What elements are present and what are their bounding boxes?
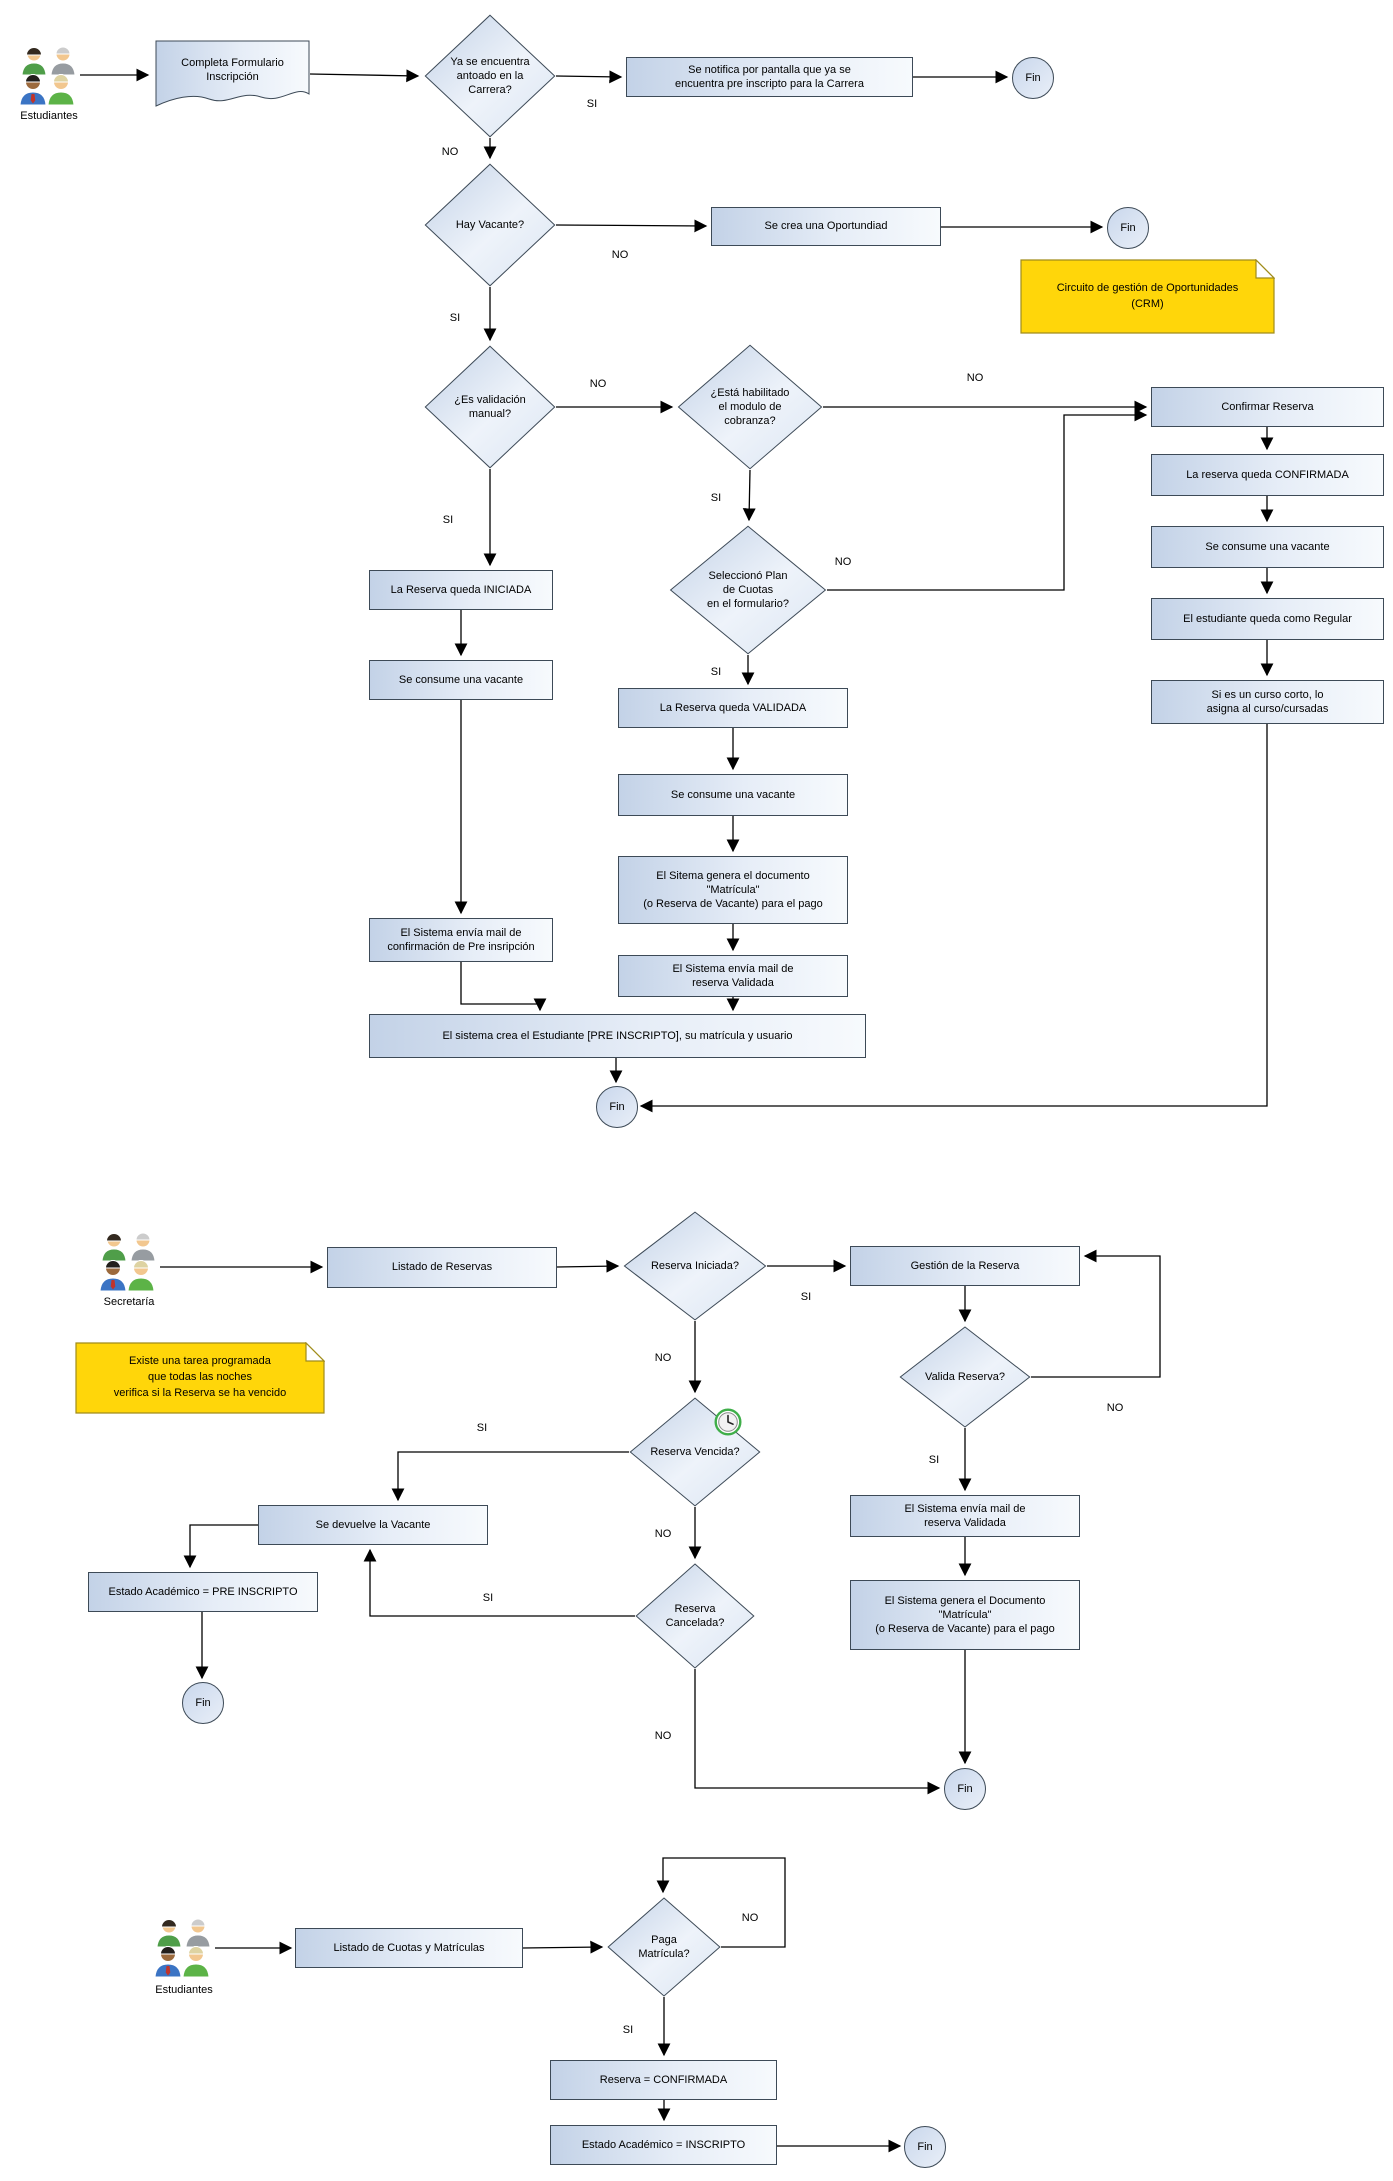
end-fin-3: Fin bbox=[596, 1086, 638, 1128]
note-crm: Circuito de gestión de Oportunidades (CR… bbox=[1020, 259, 1275, 334]
process-listado-reservas: Listado de Reservas bbox=[327, 1247, 557, 1288]
process-curso-corto: Si es un curso corto, lo asigna al curso… bbox=[1151, 680, 1384, 724]
edge-label-no: NO bbox=[832, 556, 854, 568]
students-group-icon bbox=[20, 46, 76, 106]
decision-ya-inscripto: Ya se encuentra antoado en la Carrera? bbox=[424, 14, 556, 138]
note-tarea-programada: Existe una tarea programada que todas la… bbox=[75, 1342, 325, 1414]
actor-label-estudiantes-2: Estudiantes bbox=[155, 1984, 213, 1996]
end-fin-5: Fin bbox=[944, 1768, 986, 1810]
edge bbox=[639, 724, 1268, 1113]
edge-label-no: NO bbox=[1104, 1402, 1126, 1414]
document-shape bbox=[155, 40, 310, 110]
process-listado-cuotas: Listado de Cuotas y Matrículas bbox=[295, 1928, 523, 1968]
decision-modulo-cobranza: ¿Está habilitado el modulo de cobranza? bbox=[677, 344, 823, 470]
edge bbox=[827, 408, 1148, 591]
edge bbox=[391, 1451, 629, 1502]
actor-label-estudiantes: Estudiantes bbox=[20, 110, 78, 122]
decision-valida-reserva: Valida Reserva? bbox=[899, 1326, 1031, 1428]
edge bbox=[555, 219, 708, 233]
decision-reserva-cancelada: Reserva Cancelada? bbox=[635, 1563, 755, 1669]
end-fin-6: Fin bbox=[904, 2126, 946, 2168]
edge-label-si: SI bbox=[620, 2024, 636, 2036]
process-gestion-reserva: Gestión de la Reserva bbox=[850, 1246, 1080, 1286]
edge-label-no: NO bbox=[587, 378, 609, 390]
edge-label-si: SI bbox=[708, 492, 724, 504]
end-fin-1: Fin bbox=[1012, 57, 1054, 99]
process-estado-preinscripto: Estado Académico = PRE INSCRIPTO bbox=[88, 1572, 318, 1612]
process-estado-inscripto: Estado Académico = INSCRIPTO bbox=[550, 2125, 777, 2165]
process-consume-vacante-3: Se consume una vacante bbox=[1151, 526, 1384, 568]
secretary-group-icon bbox=[100, 1232, 156, 1292]
edge-label-no: NO bbox=[652, 1528, 674, 1540]
decision-reserva-iniciada: Reserva Iniciada? bbox=[623, 1211, 767, 1321]
edge-label-no: NO bbox=[739, 1912, 761, 1924]
end-fin-4: Fin bbox=[182, 1682, 224, 1724]
process-crea-estudiante: El sistema crea el Estudiante [PRE INSCR… bbox=[369, 1014, 866, 1058]
edge bbox=[694, 1669, 941, 1795]
edge-label-si: SI bbox=[474, 1422, 490, 1434]
decision-hay-vacante: Hay Vacante? bbox=[424, 163, 556, 287]
end-fin-2: Fin bbox=[1107, 207, 1149, 249]
process-consume-vacante-1: Se consume una vacante bbox=[369, 660, 553, 700]
actor-label-secretaria: Secretaría bbox=[103, 1296, 155, 1308]
edge bbox=[556, 1259, 620, 1273]
note-shape bbox=[75, 1342, 325, 1414]
edge-label-no: NO bbox=[652, 1730, 674, 1742]
edge-label-si: SI bbox=[480, 1592, 496, 1604]
edge bbox=[555, 70, 623, 84]
edge-label-no: NO bbox=[652, 1352, 674, 1364]
process-genera-documento-matricula-2: El Sistema genera el Documento "Matrícul… bbox=[850, 1580, 1080, 1650]
edge-label-no: NO bbox=[609, 249, 631, 261]
edge-label-si: SI bbox=[447, 312, 463, 324]
process-genera-documento-matricula: El Sitema genera el documento "Matrícula… bbox=[618, 856, 848, 924]
edge-label-si: SI bbox=[584, 98, 600, 110]
process-reserva-validada: La Reserva queda VALIDADA bbox=[618, 688, 848, 728]
process-devuelve-vacante: Se devuelve la Vacante bbox=[258, 1505, 488, 1545]
edge-label-si: SI bbox=[798, 1291, 814, 1303]
document-completa-formulario: Completa Formulario Inscripción bbox=[155, 40, 310, 110]
process-reserva-confirmada-2: Reserva = CONFIRMADA bbox=[550, 2060, 777, 2100]
process-reserva-confirmada: La reserva queda CONFIRMADA bbox=[1151, 454, 1384, 496]
process-consume-vacante-2: Se consume una vacante bbox=[618, 774, 848, 816]
edge-label-si: SI bbox=[440, 514, 456, 526]
process-confirmar-reserva: Confirmar Reserva bbox=[1151, 387, 1384, 427]
edge bbox=[183, 1524, 258, 1569]
edge-label-si: SI bbox=[708, 666, 724, 678]
process-mail-preinscripcion: El Sistema envía mail de confirmación de… bbox=[369, 918, 553, 962]
edge bbox=[460, 962, 547, 1012]
process-crea-oportunidad: Se crea una Oportundiad bbox=[711, 207, 941, 246]
students-group-icon-2 bbox=[155, 1918, 211, 1978]
process-mail-reserva-validada: El Sistema envía mail de reserva Validad… bbox=[618, 955, 848, 997]
edge bbox=[522, 1940, 604, 1954]
decision-plan-cuotas: Seleccionó Plan de Cuotas en el formular… bbox=[669, 525, 827, 655]
edge-label-si: SI bbox=[926, 1454, 942, 1466]
process-estudiante-regular: El estudiante queda como Regular bbox=[1151, 598, 1384, 640]
process-mail-reserva-validada-2: El Sistema envía mail de reserva Validad… bbox=[850, 1495, 1080, 1537]
edge bbox=[1031, 1249, 1161, 1378]
process-reserva-iniciada: La Reserva queda INICIADA bbox=[369, 570, 553, 610]
edge bbox=[309, 69, 420, 83]
edge bbox=[363, 1548, 635, 1617]
decision-validacion-manual: ¿Es validación manual? bbox=[424, 345, 556, 469]
edge bbox=[742, 469, 756, 522]
note-shape bbox=[1020, 259, 1275, 334]
edge-label-no: NO bbox=[439, 146, 461, 158]
timer-clock-icon bbox=[714, 1408, 742, 1436]
edge bbox=[656, 1857, 786, 1948]
decision-paga-matricula: Paga Matrícula? bbox=[607, 1897, 721, 1997]
process-se-notifica: Se notifica por pantalla que ya se encue… bbox=[626, 57, 913, 97]
edge-label-no: NO bbox=[964, 372, 986, 384]
